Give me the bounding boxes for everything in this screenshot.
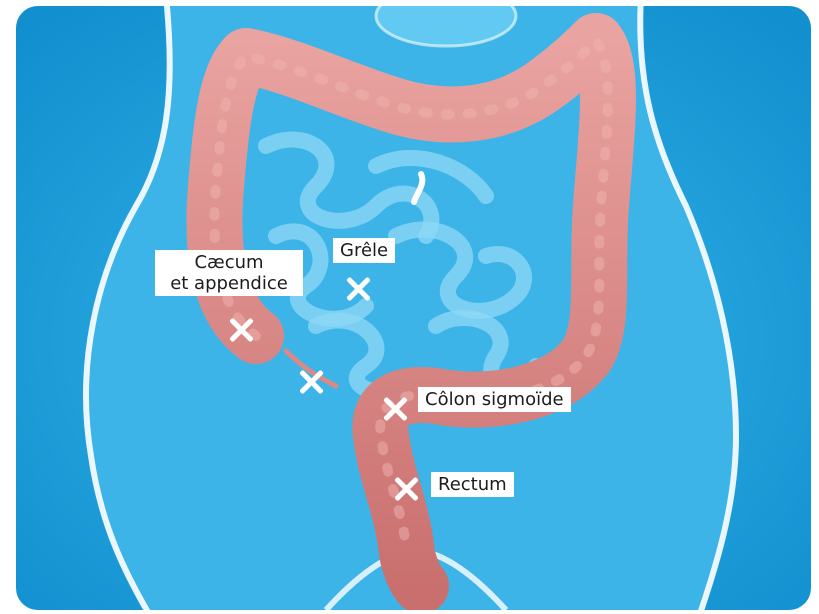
anatomy-illustration [16, 6, 811, 610]
grele-label: Grêle [333, 238, 395, 263]
anatomy-panel: Cæcum et appendice Grêle Côlon sigmoïde … [16, 6, 811, 610]
sigmoid-marker-icon [382, 396, 408, 422]
appendix-marker-icon [298, 369, 324, 395]
caecum-label: Cæcum et appendice [155, 250, 303, 296]
grele-marker-icon [345, 276, 371, 302]
rectum-label: Rectum [431, 472, 514, 497]
caecum-label-line2: et appendice [162, 273, 296, 294]
caecum-marker-icon [228, 317, 254, 343]
rectum-marker-icon [393, 476, 419, 502]
colon-sigmoide-label: Côlon sigmoïde [418, 387, 571, 412]
caecum-label-line1: Cæcum [162, 252, 296, 273]
